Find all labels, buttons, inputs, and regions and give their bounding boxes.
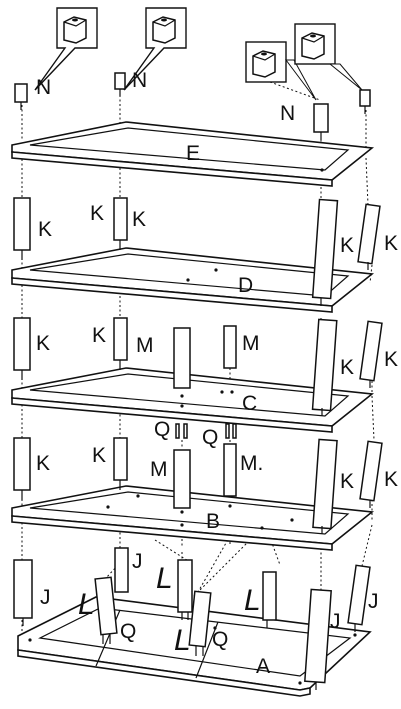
part-label-l: L (174, 624, 191, 657)
post-k-d4: K (359, 320, 398, 388)
part-label-j: J (368, 590, 379, 613)
part-label-k: K (340, 470, 354, 493)
post-k-e3: K (311, 198, 354, 306)
part-label-k: K (384, 468, 398, 491)
part-label-l: L (156, 562, 173, 595)
part-label-k: K (92, 444, 106, 467)
connector-n-3: N (280, 102, 329, 140)
part-label-q: Q (154, 418, 170, 441)
connector-q-c2: Q (202, 423, 237, 449)
part-label-q: Q (120, 620, 136, 643)
post-k-c4: K (359, 440, 398, 508)
part-label-j: J (330, 610, 341, 633)
post-j-b3: J (304, 588, 341, 690)
part-label-k: K (132, 208, 146, 231)
panel-d: D (11, 247, 375, 313)
post-k-c3: K (312, 438, 354, 534)
part-label-k: K (340, 234, 354, 257)
post-l-b4: L (244, 571, 277, 628)
part-label-m: M (136, 334, 154, 357)
part-label-n: N (280, 102, 295, 125)
callout-n-4 (294, 23, 363, 91)
part-label-m-dot: M. (240, 452, 263, 475)
post-l-b1: L Q (78, 576, 136, 644)
post-j-b2: J (114, 547, 143, 593)
post-k-d2: K (92, 317, 128, 370)
callout-n-2 (123, 7, 187, 91)
part-label-k: K (36, 332, 50, 355)
panel-b-label: B (206, 510, 220, 533)
panel-e: E (11, 121, 375, 187)
post-m-d2: M (223, 325, 260, 369)
post-k-d3: K (311, 318, 354, 416)
connector-closeup-icon (301, 32, 325, 60)
connector-n-4 (359, 89, 371, 114)
post-l-b2: L (156, 559, 193, 620)
panel-d-label: D (238, 274, 253, 297)
connector-closeup-icon (152, 16, 176, 44)
panel-e-label: E (186, 142, 200, 165)
post-k-c1: K (13, 437, 50, 500)
connector-closeup-icon (252, 50, 276, 78)
connector-n-2: N (114, 69, 147, 96)
part-label-k: K (38, 218, 52, 241)
part-label-q: Q (202, 426, 218, 449)
post-k-c2: K (92, 437, 128, 490)
post-k-e4: K (357, 203, 398, 270)
post-m-d1: M (136, 327, 191, 389)
part-label-n: N (36, 76, 51, 99)
connector-n-1: N (14, 76, 51, 110)
post-m-c1: M (150, 449, 191, 509)
callout-n-3 (245, 41, 321, 101)
panel-c: C (11, 367, 375, 433)
post-k-e1: K (13, 197, 52, 260)
part-label-j: J (40, 586, 51, 609)
part-label-k: K (90, 202, 104, 225)
callout-n-1 (34, 7, 98, 91)
part-label-k: K (92, 324, 106, 347)
part-label-k: K (36, 452, 50, 475)
part-label-l: L (78, 588, 95, 621)
connector-q-c1: Q (154, 418, 188, 441)
panel-c-label: C (242, 392, 257, 415)
post-k-e2: K K (90, 197, 146, 250)
post-j-b1: J (13, 559, 51, 626)
part-label-k: K (384, 232, 398, 255)
part-label-m: M (150, 458, 168, 481)
panel-a-label: A (256, 655, 270, 678)
panel-b: B (11, 485, 375, 551)
post-l-b3: L Q (174, 590, 228, 657)
part-label-j: J (132, 550, 143, 573)
post-m-c2: M. (223, 443, 263, 497)
part-label-q: Q (212, 628, 228, 651)
part-label-m: M (242, 332, 260, 355)
part-label-l: L (244, 584, 261, 617)
connector-closeup-icon (63, 16, 87, 44)
part-label-k: K (340, 356, 354, 379)
part-label-n: N (132, 69, 147, 92)
post-j-b4: J (347, 564, 379, 632)
post-k-d1: K (13, 317, 50, 380)
part-label-k: K (384, 348, 398, 371)
